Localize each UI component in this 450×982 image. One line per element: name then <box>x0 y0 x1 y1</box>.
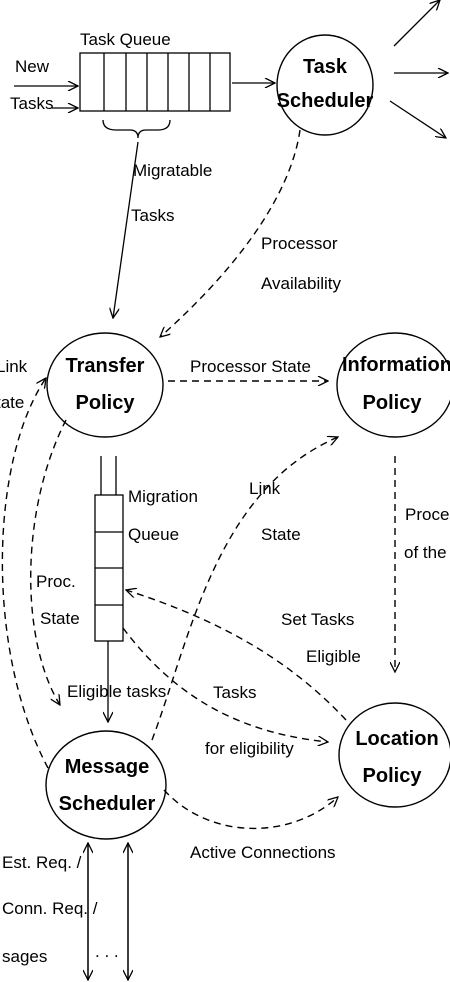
migration-queue <box>94 494 124 642</box>
information-policy-line1: Information <box>342 354 450 376</box>
task-scheduler-line2: Scheduler <box>277 90 374 112</box>
proces-right-label: Proces <box>405 505 450 524</box>
link-left-label: Link <box>0 357 28 376</box>
dispatch-arrow-up <box>393 0 440 47</box>
processor-availability-arrow <box>160 129 301 337</box>
proc-label: Proc. <box>36 572 76 591</box>
link-state-left-arrow <box>1 378 49 769</box>
migratable-tasks-label: Tasks <box>131 206 174 225</box>
eligible-label: Eligible <box>306 647 361 666</box>
processor-label: Processor <box>261 234 338 253</box>
new-label: New <box>15 57 50 76</box>
queue-label: Queue <box>128 525 179 544</box>
processor-state-label: Processor State <box>190 357 311 376</box>
state-left-label: tate <box>0 393 24 412</box>
state-mid-label: State <box>261 525 301 544</box>
ellipsis-label: . . . <box>95 942 119 961</box>
message-scheduler-node: Message Scheduler <box>45 730 167 840</box>
location-policy-line2: Policy <box>363 765 423 787</box>
est-req-label: Est. Req. / <box>2 853 82 872</box>
transfer-policy-node: Transfer Policy <box>46 332 164 438</box>
of-the-right-label: of the c <box>404 543 450 562</box>
queue-brace <box>102 119 171 139</box>
migration-label: Migration <box>128 487 198 506</box>
transfer-policy-line2: Policy <box>76 392 136 414</box>
location-policy-node: Location Policy <box>338 702 450 808</box>
set-tasks-label: Set Tasks <box>281 610 354 629</box>
message-scheduler-line1: Message <box>65 756 150 778</box>
information-policy-line2: Policy <box>363 392 423 414</box>
tasks-elig-label: Tasks <box>213 683 256 702</box>
active-connections-label: Active Connections <box>190 843 336 862</box>
for-eligibility-label: for eligibility <box>205 739 294 758</box>
tasks-label: Tasks <box>10 94 53 113</box>
message-scheduler-line2: Scheduler <box>59 793 156 815</box>
location-policy-line1: Location <box>355 728 438 750</box>
information-policy-node: Information Policy <box>336 332 450 438</box>
transfer-policy-line1: Transfer <box>66 355 145 377</box>
eligible-tasks-label: Eligible tasks <box>67 682 166 701</box>
link-state-mid-arrow <box>151 437 338 741</box>
dispatch-arrow-down <box>389 100 446 138</box>
task-scheduler-line1: Task <box>303 56 348 78</box>
proc-state-arrow <box>30 419 67 705</box>
link-mid-label: Link <box>249 479 281 498</box>
active-connections-arrow <box>163 789 338 830</box>
task-scheduler-node: Task Scheduler <box>276 34 374 136</box>
conn-req-label: Conn. Req. / <box>2 899 98 918</box>
set-tasks-eligible-arrow <box>126 590 347 721</box>
availability-label: Availability <box>261 274 342 293</box>
task-queue <box>79 52 231 112</box>
proc-state-label: State <box>40 609 80 628</box>
migratable-tasks-arrow <box>113 141 139 318</box>
sages-label: sages <box>2 947 47 966</box>
migratable-label: Migratable <box>133 161 212 180</box>
tasks-for-eligibility-arrow <box>122 627 328 742</box>
task-queue-label: Task Queue <box>80 30 171 49</box>
